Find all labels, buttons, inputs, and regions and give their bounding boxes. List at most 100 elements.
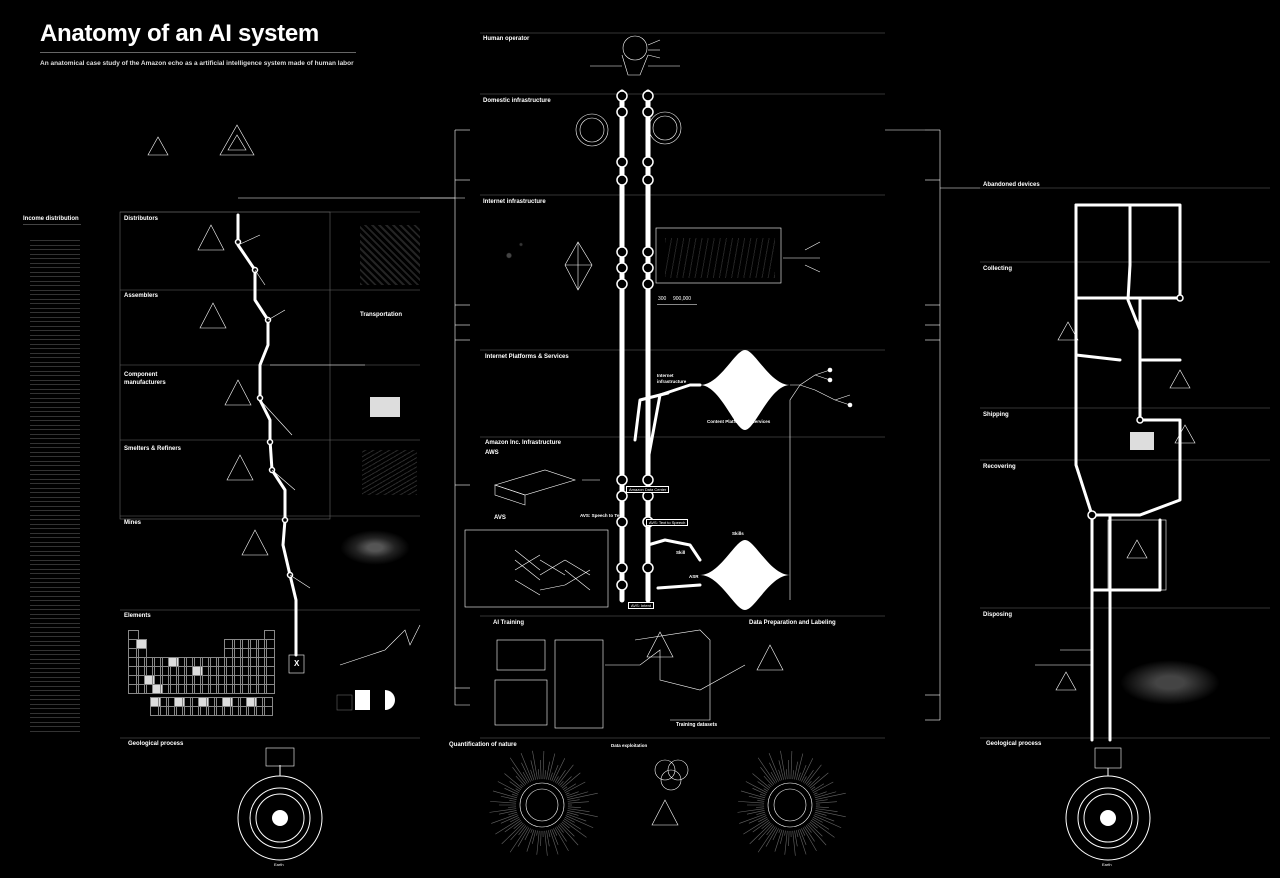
- sun-ray: [509, 757, 528, 784]
- sun-ray: [567, 808, 590, 812]
- sun-ray: [504, 820, 522, 833]
- sun-ray: [809, 772, 829, 789]
- sun-ray: [566, 791, 579, 797]
- income-row: [30, 694, 80, 696]
- income-row: [30, 375, 80, 376]
- periodic-table-cell: [248, 684, 259, 694]
- periodic-table-cell: [158, 706, 169, 716]
- income-row: [30, 249, 80, 250]
- sun-ray: [537, 769, 540, 780]
- sun-ray: [805, 764, 822, 785]
- periodic-table-cell: [256, 684, 267, 694]
- sun-ray: [759, 793, 766, 797]
- sun-ray: [564, 781, 586, 794]
- sun-ray: [814, 791, 827, 797]
- sun-ray: [567, 792, 598, 800]
- page-title: Anatomy of an AI system: [40, 20, 319, 47]
- landfill-image: [1120, 660, 1220, 705]
- transportation-heading: Transportation: [360, 312, 403, 318]
- sun-ray: [542, 751, 545, 780]
- income-row: [30, 415, 80, 417]
- sun-ray: [799, 765, 807, 782]
- income-row: [30, 330, 80, 331]
- sun-ray: [815, 806, 829, 809]
- income-row: [30, 357, 80, 358]
- asr-label: ASR: [689, 574, 699, 579]
- sun-ray: [497, 781, 520, 794]
- shipping-heading: Shipping: [983, 412, 1009, 418]
- periodic-table-cell: [150, 706, 161, 716]
- sun-ray: [807, 781, 812, 786]
- sun-ray: [757, 781, 770, 790]
- income-row: [30, 721, 80, 723]
- sun-ray: [812, 781, 834, 794]
- geological-process-right-heading: Geological process: [986, 741, 1042, 747]
- sun-ray: [768, 783, 772, 788]
- periodic-table-cell: [216, 684, 227, 694]
- sun-ray: [766, 825, 775, 836]
- sun-ray: [804, 770, 814, 784]
- sun-ray: [566, 811, 579, 816]
- income-row: [30, 519, 80, 520]
- refinery-image: [362, 450, 417, 495]
- sun-ray: [792, 770, 794, 780]
- distributors-warehouse-image: [360, 225, 420, 285]
- aws-heading: AWS: [485, 450, 499, 456]
- sun-ray: [546, 830, 550, 847]
- sun-ray: [756, 811, 766, 815]
- sun-ray: [512, 766, 527, 785]
- income-row: [30, 393, 80, 394]
- income-row: [30, 622, 80, 624]
- sun-ray: [769, 762, 779, 782]
- sun-ray: [790, 751, 793, 780]
- sun-ray: [544, 830, 548, 856]
- income-row: [30, 406, 80, 408]
- sun-ray: [565, 815, 594, 829]
- sun-ray: [746, 810, 765, 815]
- income-row: [30, 676, 80, 678]
- sun-ray: [758, 824, 773, 841]
- income-row: [30, 388, 80, 390]
- income-row: [30, 469, 80, 471]
- income-row: [30, 654, 80, 655]
- income-row: [30, 645, 80, 646]
- recovering-heading: Recovering: [983, 464, 1016, 470]
- sun-ray: [561, 772, 581, 789]
- income-row: [30, 343, 80, 345]
- avs-text-to-speech-tag: AVS: Text to Speech: [646, 519, 689, 526]
- income-row: [30, 424, 80, 426]
- income-row: [30, 514, 80, 516]
- sun-ray: [772, 828, 779, 841]
- income-row: [30, 280, 80, 282]
- income-row: [30, 577, 80, 579]
- income-row: [30, 294, 80, 295]
- income-row: [30, 618, 80, 619]
- income-row: [30, 483, 80, 484]
- sun-ray: [757, 800, 765, 802]
- income-row: [30, 505, 80, 507]
- sun-ray: [808, 776, 820, 788]
- sun-ray: [510, 824, 525, 841]
- sun-ray: [557, 764, 574, 785]
- sun-ray: [547, 830, 551, 838]
- sun-ray: [801, 828, 806, 836]
- elements-heading: Elements: [124, 613, 151, 619]
- sun-ray: [810, 786, 816, 790]
- sun-ray: [559, 824, 579, 846]
- income-row: [30, 312, 80, 313]
- mines-heading: Mines: [124, 520, 142, 526]
- income-row: [30, 591, 80, 592]
- abandoned-devices-heading: Abandoned devices: [983, 182, 1040, 188]
- periodic-table-cell: [192, 684, 203, 694]
- sun-ray: [814, 811, 827, 816]
- income-row: [30, 334, 80, 336]
- income-row: [30, 510, 80, 511]
- distributors-heading: Distributors: [124, 216, 159, 222]
- internet-infrastructure-heading: Internet infrastructure: [483, 199, 546, 205]
- income-row: [30, 496, 80, 498]
- sun-ray: [794, 830, 798, 847]
- sun-ray: [557, 825, 564, 833]
- sun-ray: [784, 830, 786, 836]
- sun-ray: [509, 781, 522, 790]
- sun-ray: [745, 781, 768, 794]
